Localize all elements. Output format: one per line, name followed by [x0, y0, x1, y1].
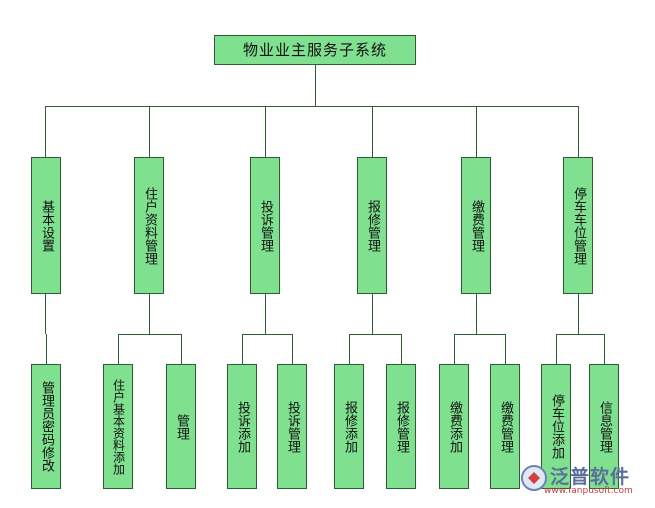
root-node: 物业业主服务子系统 — [214, 35, 416, 65]
submodule-node: 缴费添加 — [439, 364, 469, 489]
module-node: 住户资料管理 — [134, 157, 164, 294]
submodule-node-label: 信息管理 — [597, 400, 612, 453]
submodule-node-label: 缴费添加 — [447, 400, 462, 453]
module-node: 报修管理 — [357, 157, 387, 294]
submodule-node: 住户基本资料添加 — [103, 364, 133, 489]
submodule-node: 报修添加 — [334, 364, 364, 489]
level1-drop — [372, 106, 373, 157]
root-connector — [315, 65, 316, 107]
brand-logo-icon — [521, 465, 547, 491]
level2-bus — [454, 334, 506, 335]
module-node-label: 停车车位管理 — [571, 186, 586, 265]
module-node: 缴费管理 — [461, 157, 491, 294]
submodule-node-label: 投诉添加 — [235, 400, 250, 453]
submodule-node-label: 管理 — [174, 413, 189, 440]
submodule-node-label: 报修管理 — [394, 400, 409, 453]
submodule-node: 停车位添加 — [541, 364, 571, 489]
level2-drop — [292, 334, 293, 364]
level2-stem — [578, 294, 579, 334]
submodule-node: 投诉管理 — [277, 364, 307, 489]
level2-drop — [181, 334, 182, 364]
level2-stem — [45, 294, 46, 334]
submodule-node-label: 报修添加 — [342, 400, 357, 453]
module-node: 投诉管理 — [250, 157, 280, 294]
module-node-label: 缴费管理 — [469, 199, 484, 252]
watermark-logo: 泛普软件 www.fanpusoft.com — [520, 462, 650, 504]
level2-bus — [349, 334, 402, 335]
submodule-node-label: 管理员密码修改 — [39, 381, 54, 472]
submodule-node-label: 住户基本资料添加 — [111, 378, 126, 475]
level1-drop — [476, 106, 477, 157]
submodule-node: 信息管理 — [589, 364, 619, 489]
submodule-node: 管理 — [166, 364, 196, 489]
level2-stem — [149, 294, 150, 334]
level1-drop — [45, 106, 46, 157]
level2-bus — [242, 334, 293, 335]
module-node-label: 报修管理 — [365, 199, 380, 252]
submodule-node-label: 停车位添加 — [549, 394, 564, 459]
watermark-brand: 泛普软件 — [550, 466, 631, 488]
submodule-node: 缴费管理 — [490, 364, 520, 489]
module-node-label: 基本设置 — [39, 199, 54, 252]
level2-drop — [118, 334, 119, 364]
root-node-label: 物业业主服务子系统 — [242, 41, 387, 59]
level2-drop — [556, 334, 557, 364]
submodule-node-label: 投诉管理 — [285, 400, 300, 453]
module-node: 停车车位管理 — [563, 157, 593, 294]
level1-drop — [265, 106, 266, 157]
level2-drop — [46, 334, 47, 364]
level2-stem — [265, 294, 266, 334]
level2-stem — [372, 294, 373, 334]
level2-drop — [401, 334, 402, 364]
submodule-node: 报修管理 — [386, 364, 416, 489]
level2-drop — [242, 334, 243, 364]
level2-drop — [349, 334, 350, 364]
level2-bus — [556, 334, 605, 335]
level2-drop — [604, 334, 605, 364]
level2-drop — [454, 334, 455, 364]
module-node-label: 住户资料管理 — [142, 186, 157, 265]
submodule-node: 投诉添加 — [227, 364, 257, 489]
level2-bus — [118, 334, 182, 335]
watermark-url: www.fanpusoft.com — [544, 486, 633, 496]
submodule-node: 管理员密码修改 — [31, 364, 61, 489]
level2-stem — [476, 294, 477, 334]
module-node-label: 投诉管理 — [258, 199, 273, 252]
level1-drop — [578, 106, 579, 157]
submodule-node-label: 缴费管理 — [498, 400, 513, 453]
level2-drop — [505, 334, 506, 364]
level1-bus — [45, 106, 579, 107]
module-node: 基本设置 — [31, 157, 61, 294]
level1-drop — [149, 106, 150, 157]
